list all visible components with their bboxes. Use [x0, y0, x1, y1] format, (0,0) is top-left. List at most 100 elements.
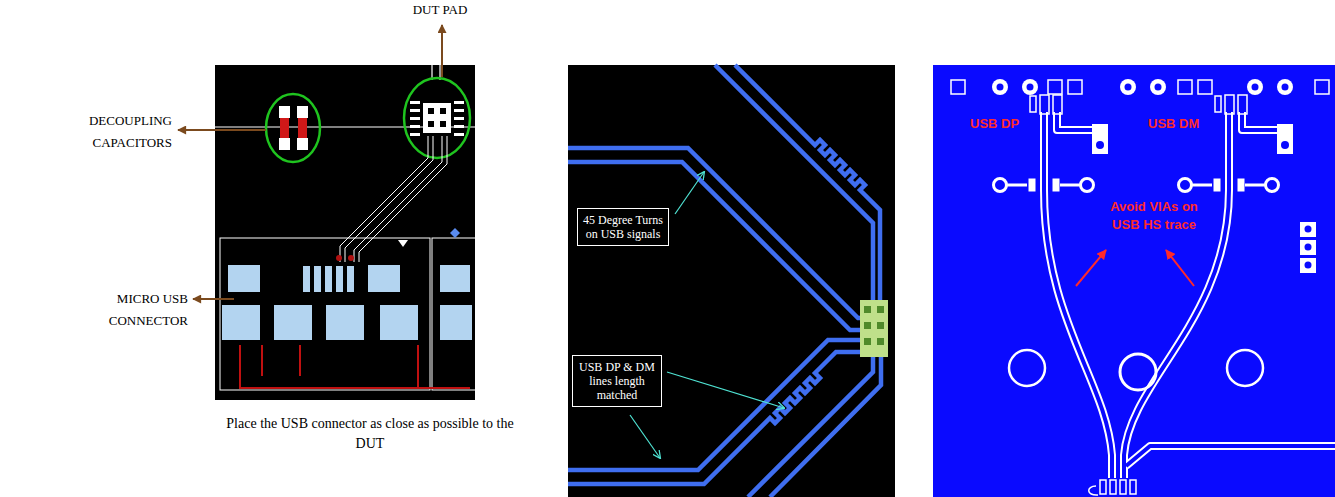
pad-outline: [1009, 350, 1045, 386]
pad-shape: [380, 305, 418, 340]
pad-shape: [440, 121, 446, 127]
trace-line: [1076, 250, 1106, 286]
trace-line: [568, 352, 862, 484]
trace-line: [1124, 112, 1229, 478]
pad-shape: [454, 125, 464, 128]
trace-line: [1192, 184, 1212, 187]
pad-outline: [1266, 179, 1279, 192]
pad-shape: [877, 338, 884, 345]
layout-panel-one: [178, 25, 482, 400]
pad-shape: [1315, 80, 1329, 94]
pad-outline: [404, 78, 470, 158]
trace-line: [1166, 250, 1194, 286]
pad-shape: [410, 125, 420, 128]
pad-outline: [348, 255, 354, 261]
pad-shape: [1100, 480, 1106, 494]
pad-outline: [1081, 179, 1094, 192]
pad-shape: [410, 109, 420, 112]
trace-line: [675, 172, 704, 214]
pad-shape: [951, 80, 965, 94]
pad-outline: [336, 255, 342, 261]
trace-line: [450, 228, 460, 238]
pad-shape: [279, 106, 290, 118]
pad-shape: [410, 117, 420, 120]
pad-shape: [220, 238, 430, 390]
pad-shape: [1214, 179, 1220, 191]
pad-shape: [1040, 95, 1049, 114]
trace-line: [1007, 184, 1027, 187]
pad-shape: [423, 103, 451, 133]
pad-shape: [933, 65, 1335, 497]
pad-outline: [1305, 262, 1312, 269]
pad-shape: [410, 101, 420, 104]
pad-shape: [877, 322, 884, 329]
pad-shape: [1048, 80, 1062, 94]
pad-shape: [877, 306, 884, 313]
pad-shape: [454, 109, 464, 112]
drawing-part: [997, 84, 1289, 91]
pad-outline: [1247, 79, 1263, 95]
pad-outline: [1125, 84, 1132, 91]
part-label: MICRO USB CONNECTOR: [78, 288, 188, 332]
pad-shape: [303, 266, 310, 292]
warning-note: Avoid VIAs on USB HS trace: [1098, 197, 1210, 235]
pad-outline: [1155, 84, 1162, 91]
pad-shape: [1130, 480, 1136, 494]
pad-shape: [568, 65, 895, 497]
callout-text: 45 Degree Turns on USB signals: [582, 213, 664, 241]
signal-name: USB DP: [968, 115, 1021, 133]
caption-note: Place the USB connector as close as poss…: [225, 414, 515, 454]
pad-outline: [1282, 84, 1289, 91]
pad-shape: [1092, 124, 1108, 154]
pad-shape: [864, 306, 871, 313]
pad-outline: [1277, 79, 1293, 95]
drawing-part: [994, 95, 1279, 495]
pad-shape: [222, 305, 260, 340]
trace-line: [398, 240, 408, 247]
drawing-part: [1044, 112, 1335, 478]
pad-shape: [1110, 480, 1116, 494]
drawing-part: [1007, 179, 1265, 191]
callout-text: USB DP & DM lines length matched: [577, 360, 657, 402]
pad-shape: [326, 305, 364, 340]
trace-line: [667, 372, 784, 408]
trace-line: [1044, 112, 1112, 478]
part-label: DUT PAD: [380, 2, 500, 18]
pad-shape: [428, 108, 434, 114]
pad-outline: [1305, 226, 1312, 233]
pad-shape: [1030, 96, 1036, 112]
pad-shape: [1238, 95, 1247, 114]
pad-shape: [1300, 240, 1316, 255]
pad-outline: [1252, 84, 1259, 91]
trace-line: [1044, 112, 1112, 478]
trace-line: [240, 345, 470, 388]
trace-line: [354, 136, 447, 262]
trace-line: [735, 65, 880, 302]
pad-outline: [1281, 141, 1289, 149]
trace-line: [178, 129, 266, 131]
pad-shape: [1225, 95, 1234, 114]
layout-panel-three: [933, 65, 1335, 497]
pad-shape: [297, 138, 308, 150]
trace-line: [1126, 446, 1335, 466]
pad-shape: [454, 133, 464, 136]
pad-shape: [1300, 222, 1316, 237]
pad-shape: [336, 266, 343, 292]
pad-outline: [1150, 79, 1166, 95]
trace-line: [1089, 486, 1098, 495]
pad-shape: [1029, 179, 1035, 191]
pad-shape: [440, 265, 470, 292]
signal-name: USB DM: [1146, 115, 1201, 133]
pad-shape: [314, 266, 321, 292]
drawing-part: [992, 79, 1293, 95]
pad-shape: [1215, 96, 1221, 112]
pad-outline: [1227, 350, 1263, 386]
pad-shape: [1178, 80, 1192, 94]
pad-shape: [1053, 95, 1062, 114]
trace-line: [1126, 446, 1335, 466]
pad-outline: [997, 84, 1004, 91]
drawing-part: [568, 65, 881, 497]
pad-outline: [1305, 244, 1312, 251]
pad-shape: [347, 266, 354, 292]
trace-line: [715, 65, 873, 302]
